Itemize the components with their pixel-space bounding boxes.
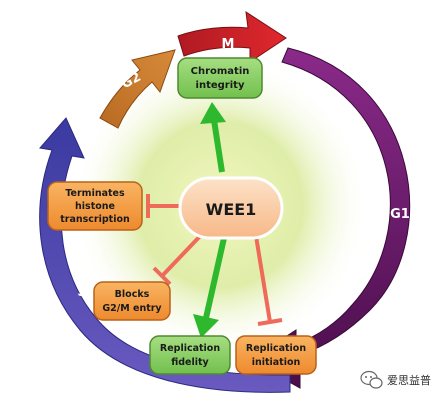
initiation-line-2: initiation (252, 357, 301, 368)
s-arc (39, 117, 291, 393)
box-chromatin-integrity: Chromatin integrity (177, 57, 263, 99)
phase-label-m: M (222, 37, 235, 52)
inhibit-blocks (152, 230, 206, 286)
g2-arrow (99, 49, 176, 129)
m-arrow (177, 10, 287, 63)
terminates-line-2: histone (75, 201, 115, 212)
wechat-icon (360, 370, 383, 389)
wee1-node: WEE1 (178, 176, 284, 240)
blocks-line-2: G2/M entry (102, 303, 162, 314)
inhibit-terminates (146, 194, 180, 218)
arrow-to-chromatin (200, 102, 226, 173)
arrow-to-fidelity (193, 237, 227, 338)
inhibit-initiation (254, 235, 283, 326)
fidelity-line-2: fidelity (171, 357, 209, 368)
watermark: 爱思益普 (360, 370, 431, 389)
chromatin-line-2: integrity (196, 80, 245, 91)
box-blocks-g2m-entry: Blocks G2/M entry (93, 281, 171, 321)
chromatin-line-1: Chromatin (191, 66, 250, 77)
terminates-line-1: Terminates (65, 188, 125, 199)
phase-label-g1: G1 (390, 207, 410, 222)
initiation-line-1: Replication (246, 343, 306, 354)
fidelity-line-1: Replication (160, 343, 220, 354)
phase-label-s: S (77, 285, 86, 300)
box-replication-fidelity: Replication fidelity (149, 335, 231, 375)
wee1-label: WEE1 (206, 200, 257, 219)
box-replication-initiation: Replication initiation (235, 335, 317, 375)
blocks-line-1: Blocks (115, 289, 150, 300)
watermark-text: 爱思益普 (387, 373, 431, 387)
terminates-line-3: transcription (60, 214, 130, 225)
box-terminates-histone-transcription: Terminates histone transcription (47, 181, 143, 231)
